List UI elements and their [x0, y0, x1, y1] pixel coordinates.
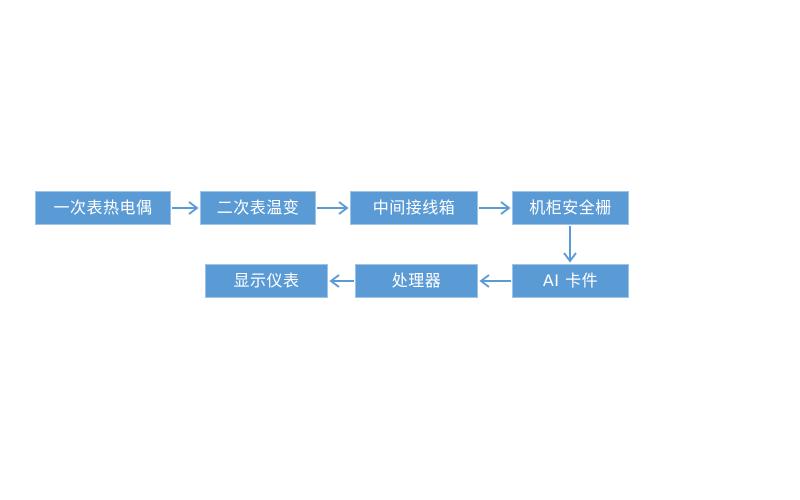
node-display-instrument[interactable]: 显示仪表 [205, 264, 328, 298]
node-cabinet-safety-barrier[interactable]: 机柜安全栅 [512, 191, 629, 225]
connector-n6-to-n7 [329, 274, 354, 288]
node-ai-card[interactable]: AI 卡件 [512, 264, 629, 298]
node-junction-box[interactable]: 中间接线箱 [350, 191, 478, 225]
connector-n2-to-n3 [317, 201, 349, 215]
node-label: 显示仪表 [233, 271, 300, 290]
connector-n5-to-n6 [479, 274, 511, 288]
node-label: 处理器 [391, 271, 442, 290]
node-label: AI 卡件 [542, 271, 599, 290]
node-secondary-transmitter[interactable]: 二次表温变 [200, 191, 316, 225]
node-label: 机柜安全栅 [529, 198, 612, 217]
node-primary-thermocouple[interactable]: 一次表热电偶 [35, 191, 171, 225]
node-label: 中间接线箱 [372, 198, 456, 217]
connector-n3-to-n4 [479, 201, 511, 215]
connector-n1-to-n2 [172, 201, 199, 215]
node-processor[interactable]: 处理器 [355, 264, 478, 298]
node-label: 一次表热电偶 [53, 198, 153, 217]
connector-n4-to-n5 [563, 226, 577, 263]
node-label: 二次表温变 [216, 198, 300, 217]
